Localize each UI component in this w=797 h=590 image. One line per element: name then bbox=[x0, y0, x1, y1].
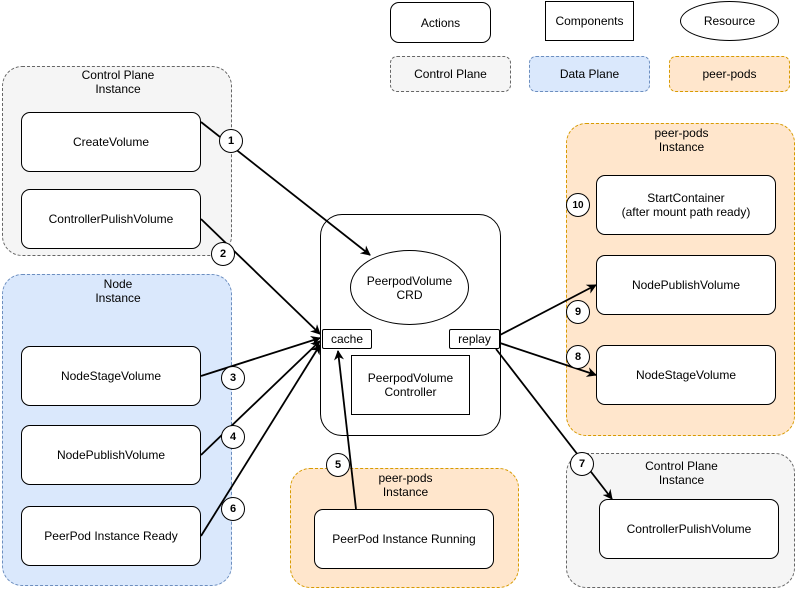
group-peer-pods-bottom-label: peer-pods Instance bbox=[378, 471, 433, 499]
step-marker-4: 4 bbox=[221, 425, 245, 449]
arrow-step-9 bbox=[499, 284, 597, 336]
cache-port: cache bbox=[322, 329, 372, 349]
legend-components: Components bbox=[545, 1, 634, 41]
arrow-step-8 bbox=[499, 342, 597, 377]
step-marker-3: 3 bbox=[221, 366, 245, 390]
arrow-step-2 bbox=[200, 218, 321, 335]
arrow-step-4 bbox=[200, 340, 321, 456]
legend-peer-pods: peer-pods bbox=[669, 56, 790, 92]
step-marker-6: 6 bbox=[221, 497, 245, 521]
step-marker-9: 9 bbox=[566, 300, 590, 324]
step-marker-5: 5 bbox=[326, 453, 350, 477]
step-marker-7: 7 bbox=[570, 452, 594, 476]
action-controller-publish-volume-left: ControllerPulishVolume bbox=[21, 189, 201, 249]
resource-peerpod-volume-crd: PeerpodVolume CRD bbox=[350, 250, 469, 325]
step-marker-1: 1 bbox=[219, 129, 243, 153]
action-peerpod-instance-ready: PeerPod Instance Ready bbox=[21, 506, 201, 566]
action-peerpod-instance-running: PeerPod Instance Running bbox=[314, 509, 494, 569]
legend-actions: Actions bbox=[390, 2, 491, 43]
action-controller-publish-volume-right: ControllerPulishVolume bbox=[599, 499, 779, 559]
legend-resource: Resource bbox=[680, 1, 779, 41]
step-marker-8: 8 bbox=[566, 345, 590, 369]
arrow-step-3 bbox=[200, 335, 321, 377]
arrow-step-5 bbox=[334, 350, 357, 510]
arrow-step-7 bbox=[495, 348, 613, 500]
action-node-publish-volume-right: NodePublishVolume bbox=[596, 255, 776, 315]
replay-port: replay bbox=[449, 329, 500, 349]
group-node-label: Node Instance bbox=[95, 277, 141, 305]
action-node-publish-volume-left: NodePublishVolume bbox=[21, 425, 201, 485]
arrow-step-6 bbox=[200, 344, 321, 537]
legend-control-plane: Control Plane bbox=[390, 56, 511, 92]
step-marker-10: 10 bbox=[566, 193, 590, 217]
legend-data-plane: Data Plane bbox=[529, 56, 650, 92]
action-start-container: StartContainer (after mount path ready) bbox=[596, 175, 776, 235]
group-control-plane-left-label: Control Plane Instance bbox=[81, 68, 155, 96]
group-peer-pods-right-label: peer-pods Instance bbox=[654, 126, 709, 154]
component-peerpod-volume-controller: PeerpodVolume Controller bbox=[351, 355, 470, 415]
step-marker-2: 2 bbox=[211, 242, 235, 266]
action-node-stage-volume-left: NodeStageVolume bbox=[21, 346, 201, 406]
action-create-volume: CreateVolume bbox=[21, 112, 201, 172]
group-control-plane-right-label: Control Plane Instance bbox=[645, 459, 718, 487]
